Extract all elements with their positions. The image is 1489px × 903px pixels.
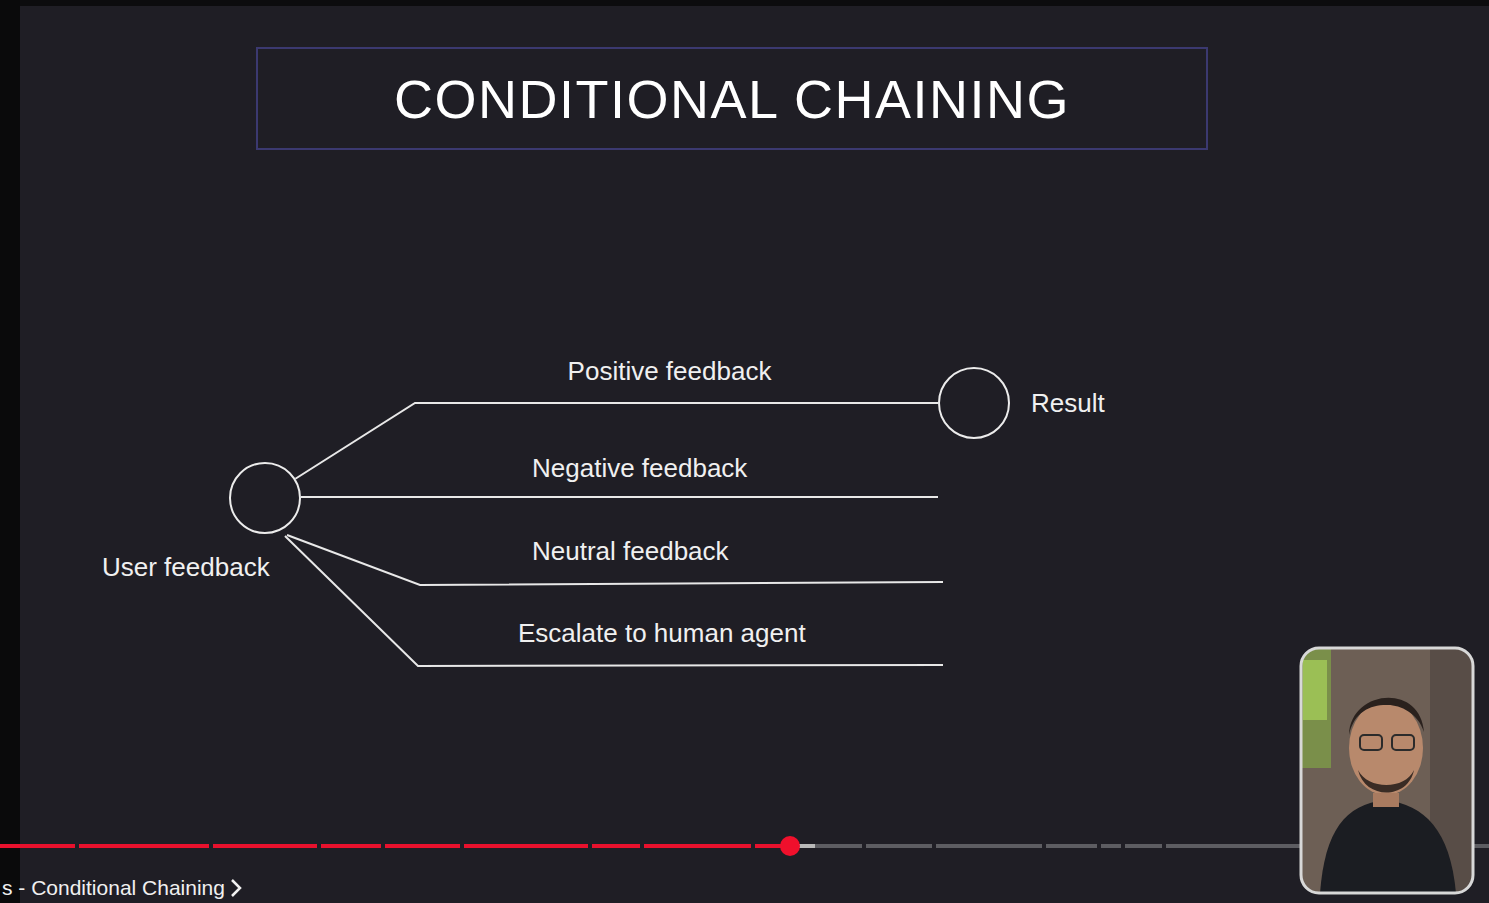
node-label: Result — [1031, 388, 1105, 419]
webcam-figure — [1301, 648, 1473, 893]
circle-outline — [229, 462, 301, 534]
branch-line — [301, 496, 938, 498]
node-label: User feedback — [102, 552, 270, 583]
chapter-title: s - Conditional Chaining — [2, 876, 225, 900]
chevron-icon — [232, 880, 240, 896]
title-text: CONDITIONAL CHAINING — [394, 68, 1070, 130]
circle-outline — [938, 367, 1010, 439]
left-strip — [0, 0, 20, 903]
circle-node: User feedback — [229, 462, 301, 534]
branch-line — [285, 536, 943, 666]
title-box: CONDITIONAL CHAINING — [256, 47, 1208, 150]
edge-label: Positive feedback — [568, 356, 772, 387]
branch-lines — [285, 497, 943, 666]
top-strip — [0, 0, 1489, 6]
branch-label: Negative feedback — [532, 453, 747, 484]
progress-bar — [0, 836, 1489, 856]
branch-label: Escalate to human agent — [518, 618, 806, 649]
circle-node: Result — [938, 367, 1010, 439]
branch-label: Neutral feedback — [532, 536, 729, 567]
branch-line — [287, 535, 943, 585]
